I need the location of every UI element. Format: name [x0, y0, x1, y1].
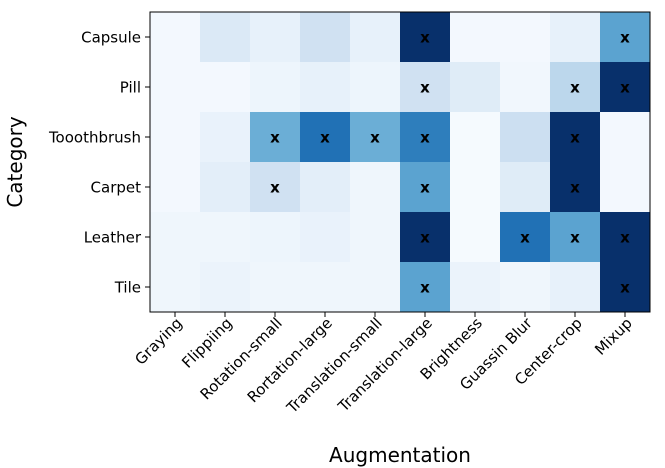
heatmap-cell [550, 12, 601, 63]
cell-marker: x [420, 179, 430, 197]
heatmap-cell [600, 12, 651, 63]
y-tick-label: Carpet [91, 179, 142, 197]
heatmap-cell [250, 262, 301, 313]
heatmap-cell [200, 212, 251, 263]
heatmap-cell [300, 12, 351, 63]
cell-marker: x [320, 129, 330, 147]
heatmap-cell [500, 262, 551, 313]
heatmap-cell [400, 162, 451, 213]
x-axis-title: Augmentation [329, 443, 471, 467]
heatmap-cell [150, 62, 201, 113]
heatmap-cell [600, 212, 651, 263]
y-tick-label: Tooothbrush [48, 129, 141, 147]
heatmap-cell [350, 212, 401, 263]
heatmap-cell [550, 262, 601, 313]
heatmap-cell [200, 112, 251, 163]
heatmap-cell [500, 12, 551, 63]
cell-marker: x [570, 129, 580, 147]
heatmap-cell [450, 62, 501, 113]
y-tick-label: Pill [120, 79, 141, 97]
heatmap-cell [300, 112, 351, 163]
x-tick-label: Mixup [591, 314, 636, 359]
heatmap-cell [600, 112, 651, 163]
heatmap-cell [450, 162, 501, 213]
heatmap-cell [450, 112, 501, 163]
heatmap-cell [300, 162, 351, 213]
heatmap-cell [550, 112, 601, 163]
heatmap-cells [150, 12, 651, 313]
cell-marker: x [420, 79, 430, 97]
heatmap-cell [450, 262, 501, 313]
heatmap-cell [500, 212, 551, 263]
heatmap-cell [600, 62, 651, 113]
heatmap-cell [350, 12, 401, 63]
heatmap-cell [250, 12, 301, 63]
heatmap-cell [200, 162, 251, 213]
cell-marker: x [520, 229, 530, 247]
cell-marker: x [620, 29, 630, 47]
heatmap-cell [500, 112, 551, 163]
heatmap-cell [150, 12, 201, 63]
heatmap-cell [300, 262, 351, 313]
heatmap-cell [400, 12, 451, 63]
heatmap-cell [200, 12, 251, 63]
heatmap-cell [350, 112, 401, 163]
cell-marker: x [570, 179, 580, 197]
heatmap-cell [600, 162, 651, 213]
heatmap-cell [350, 262, 401, 313]
heatmap-cell [200, 262, 251, 313]
heatmap-cell [250, 112, 301, 163]
heatmap-cell [550, 212, 601, 263]
heatmap-cell [350, 62, 401, 113]
cell-marker: x [620, 279, 630, 297]
heatmap-cell [550, 162, 601, 213]
plot-frame [149, 11, 651, 313]
heatmap-cell [200, 62, 251, 113]
cell-marker: x [420, 279, 430, 297]
cell-marker: x [570, 79, 580, 97]
heatmap-cell [300, 212, 351, 263]
x-axis-ticks: GrayingFlippiingRotation-smallRortation-… [131, 312, 636, 417]
cell-marker: x [570, 229, 580, 247]
heatmap-cell [150, 212, 201, 263]
heatmap-cell [400, 212, 451, 263]
cell-marker: x [270, 179, 280, 197]
y-tick-label: Leather [84, 229, 142, 247]
heatmap-cell [400, 112, 451, 163]
heatmap-cell [550, 62, 601, 113]
heatmap-marks: x x x x x x x x x x x x x x x x x x x [270, 29, 630, 297]
y-axis-title: Category [3, 116, 27, 208]
heatmap-cell [450, 12, 501, 63]
cell-marker: x [270, 129, 280, 147]
cell-marker: x [620, 229, 630, 247]
heatmap-cell [400, 262, 451, 313]
cell-marker: x [420, 129, 430, 147]
x-tick-label: Rortation-large [244, 314, 336, 406]
cell-marker: x [370, 129, 380, 147]
heatmap-cell [150, 162, 201, 213]
heatmap-cell [500, 62, 551, 113]
x-tick-label: Graying [131, 314, 185, 368]
heatmap-cell [250, 162, 301, 213]
heatmap-cell [250, 62, 301, 113]
cell-marker: x [620, 79, 630, 97]
cell-marker: x [420, 229, 430, 247]
heatmap-cell [300, 62, 351, 113]
heatmap-cell [150, 112, 201, 163]
cell-marker: x [420, 29, 430, 47]
heatmap-cell [250, 212, 301, 263]
heatmap-cell [150, 262, 201, 313]
heatmap-cell [500, 162, 551, 213]
y-tick-label: Capsule [81, 29, 141, 47]
heatmap-cell [600, 262, 651, 313]
y-tick-label: Tile [114, 279, 141, 297]
heatmap-cell [400, 62, 451, 113]
heatmap-cell [350, 162, 401, 213]
x-tick-label: Translation-large [334, 314, 436, 416]
heatmap-cell [450, 212, 501, 263]
